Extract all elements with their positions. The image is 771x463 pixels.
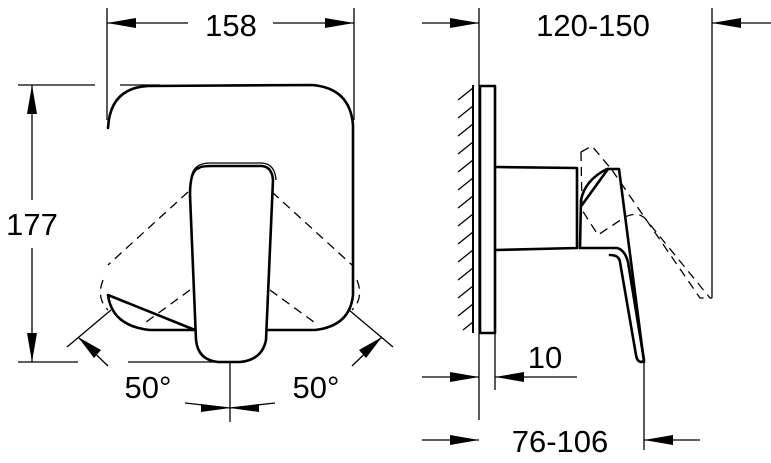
arrow-right-icon <box>450 435 479 445</box>
arrow-up-icon <box>27 85 37 114</box>
raised-lever-dashed <box>580 145 712 299</box>
arrow-left-icon <box>644 435 673 445</box>
width-dimension: 158 <box>106 8 355 120</box>
wall-hatching <box>457 85 474 333</box>
plate-thickness-label: 10 <box>528 340 562 375</box>
height-label: 177 <box>6 207 58 242</box>
rotated-handle-positions <box>99 191 361 326</box>
right-angle-label: 50° <box>293 370 340 405</box>
backplate-outline <box>106 83 355 332</box>
arrow-angle-left-icon <box>78 337 101 358</box>
front-view: 158 177 <box>6 8 394 422</box>
arrow-center-left-icon <box>201 404 230 412</box>
overall-depth-dimension: 120-150 <box>422 8 771 420</box>
arrow-right-icon <box>450 372 479 382</box>
angle-dimensions: 50° 50° <box>66 309 394 422</box>
left-angle-label: 50° <box>125 370 172 405</box>
arrow-down-icon <box>27 333 37 362</box>
overall-depth-label: 120-150 <box>536 8 650 43</box>
backplate-profile <box>478 84 497 335</box>
plate-thickness-dimension: 10 <box>422 333 577 390</box>
lever-profile <box>578 246 646 364</box>
projection-dimension: 76-106 <box>422 362 700 459</box>
valve-body <box>494 165 579 252</box>
arrow-angle-right-icon <box>359 337 382 358</box>
height-dimension: 177 <box>6 84 230 363</box>
lever-handle <box>188 164 275 364</box>
projection-label: 76-106 <box>512 424 609 459</box>
arrow-left-icon <box>107 18 136 28</box>
arrow-right-icon <box>450 18 479 28</box>
arrow-left-icon <box>712 18 741 28</box>
arrow-center-right-icon <box>230 404 259 412</box>
arrow-right-icon <box>325 18 354 28</box>
arrow-left-icon <box>495 372 524 382</box>
width-label: 158 <box>205 8 257 43</box>
side-view: 120-150 <box>422 8 771 459</box>
